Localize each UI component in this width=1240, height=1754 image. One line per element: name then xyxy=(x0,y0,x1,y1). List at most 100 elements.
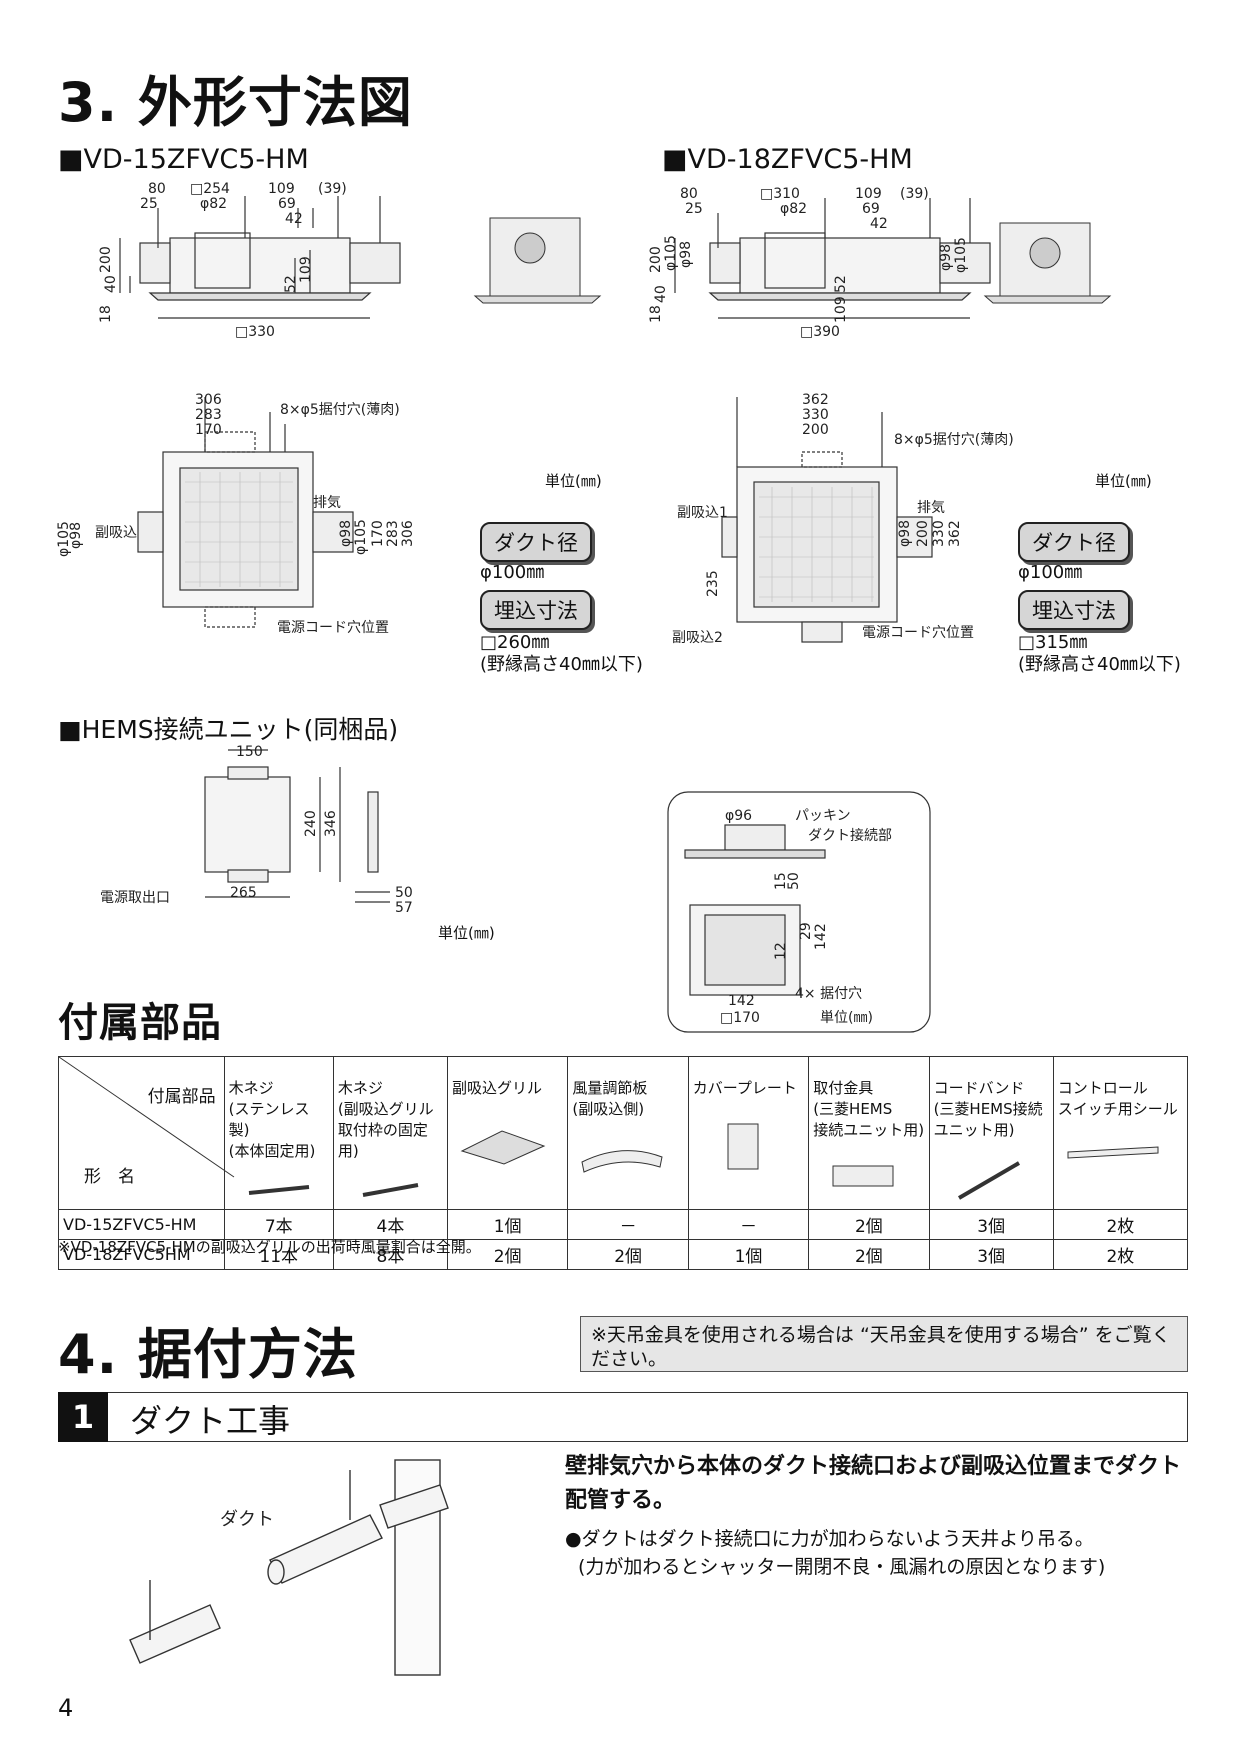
cell: 3個 xyxy=(928,1239,1054,1270)
screw-icon xyxy=(248,1185,309,1195)
section4-title: 4. 据付方法 xyxy=(58,1323,358,1386)
hems-title: ■HEMS接続ユニット(同梱品) xyxy=(58,715,399,744)
model-a-plan-view: 306 283 170 8×φ5据付穴(薄肉) φ105 φ98 副吸込 排気 … xyxy=(56,392,416,636)
svg-text:200: 200 xyxy=(648,246,664,273)
svg-text:φ98: φ98 xyxy=(897,520,913,547)
svg-text:□310: □310 xyxy=(760,186,800,202)
svg-text:φ105: φ105 xyxy=(353,519,369,555)
corner-bottom: 形 名 xyxy=(84,1167,135,1187)
svg-text:362: 362 xyxy=(802,392,829,408)
svg-text:(39): (39) xyxy=(900,186,929,202)
svg-text:80: 80 xyxy=(148,181,166,197)
col-header-wood-screw-1: 木ネジ (ステンレス製) (本体固定用) xyxy=(223,1056,334,1210)
embed-b-note: (野縁高さ40㎜以下) xyxy=(1018,654,1181,675)
svg-text:□170: □170 xyxy=(720,1010,760,1026)
embed-a-label: 埋込寸法 xyxy=(480,590,592,630)
svg-text:□330: □330 xyxy=(235,324,275,340)
svg-text:109: 109 xyxy=(268,181,295,197)
svg-text:240: 240 xyxy=(303,810,319,837)
table-row: VD-18ZFVC5HM 11本 8本 2個 2個 1個 2個 3個 2枚 xyxy=(58,1239,1189,1270)
svg-text:φ105: φ105 xyxy=(663,235,679,271)
col-header-cord-band: コードバンド (三菱HEMS接続 ユニット用) xyxy=(928,1056,1054,1210)
row-model: VD-18ZFVC5HM xyxy=(58,1239,225,1270)
svg-text:330: 330 xyxy=(802,407,829,423)
svg-text:50: 50 xyxy=(395,885,413,901)
svg-text:52: 52 xyxy=(833,275,849,293)
svg-text:109: 109 xyxy=(833,296,849,323)
sub-intake-a-label: 副吸込 xyxy=(95,525,137,541)
duct-illustration: ダクト xyxy=(129,1459,449,1676)
sub-intake1-label: 副吸込1 xyxy=(677,505,728,521)
unit-grille: 単位(㎜) xyxy=(820,1010,873,1026)
cord-band-icon xyxy=(957,1161,1020,1200)
cell: 2個 xyxy=(447,1239,569,1270)
corner-top: 付属部品 xyxy=(147,1087,216,1107)
model-b-plan-view: 362 330 200 8×φ5据付穴(薄肉) 副吸込1 235 副吸込2 排気… xyxy=(672,392,1014,646)
svg-text:69: 69 xyxy=(278,196,296,212)
unit-hems: 単位(㎜) xyxy=(438,924,495,942)
step-main-text: 壁排気穴から本体のダクト接続口および副吸込位置までダクト配管する。 xyxy=(565,1454,1182,1513)
svg-text:12: 12 xyxy=(773,942,789,960)
cell: － xyxy=(687,1209,810,1240)
step-number: 1 xyxy=(58,1392,108,1442)
accessories-table: 付属部品 形 名 木ネジ (ステンレス製) (本体固定用) 木ネジ (副吸込グリ… xyxy=(58,1056,1189,1270)
row-model: VD-15ZFVC5-HM xyxy=(58,1209,225,1240)
svg-text:50: 50 xyxy=(786,872,802,890)
cell: 2個 xyxy=(808,1239,930,1270)
packing-label: パッキン xyxy=(795,808,851,824)
svg-text:80: 80 xyxy=(680,186,698,202)
svg-text:57: 57 xyxy=(395,900,413,916)
svg-text:306: 306 xyxy=(400,520,416,547)
svg-text:306: 306 xyxy=(195,392,222,408)
unit-b: 単位(㎜) xyxy=(1095,472,1152,490)
svg-text:φ82: φ82 xyxy=(780,201,807,217)
bracket-icon xyxy=(832,1165,894,1187)
svg-text:69: 69 xyxy=(862,201,880,217)
step-title: ダクト工事 xyxy=(130,1402,291,1440)
duct-diameter-a-value: φ100㎜ xyxy=(480,562,545,583)
hanger-note: ※天吊金具を使用される場合は “天吊金具を使用する場合” をご覧ください。 xyxy=(580,1316,1188,1372)
svg-text:25: 25 xyxy=(685,201,703,217)
mount-holes-b-label: 8×φ5据付穴(薄肉) xyxy=(894,432,1014,448)
svg-text:52: 52 xyxy=(283,275,299,293)
embed-a-note: (野縁高さ40㎜以下) xyxy=(480,654,643,675)
embed-a-value: □260㎜ xyxy=(480,632,550,653)
grille-detail-callout: φ96 パッキン ダクト接続部 15 50 29 142 12 142 □170… xyxy=(667,791,931,1033)
embed-b-label: 埋込寸法 xyxy=(1018,590,1130,630)
model-b-title: ■VD-18ZFVC5-HM xyxy=(662,144,913,175)
col-header-wood-screw-2: 木ネジ (副吸込グリル 取付枠の固定用) xyxy=(332,1056,449,1210)
cell: 2枚 xyxy=(1052,1239,1189,1270)
svg-text:42: 42 xyxy=(870,216,888,232)
svg-text:29: 29 xyxy=(798,922,814,940)
svg-text:□254: □254 xyxy=(190,181,230,197)
svg-text:φ105: φ105 xyxy=(56,521,72,557)
svg-text:109: 109 xyxy=(298,256,314,283)
unit-a: 単位(㎜) xyxy=(545,472,602,490)
svg-text:200: 200 xyxy=(802,422,829,438)
svg-text:142: 142 xyxy=(813,923,829,950)
step-bullet-note: (力が加わるとシャッター開閉不良・風漏れの原因となります) xyxy=(578,1556,1106,1578)
grille-icon xyxy=(460,1130,546,1165)
damper-icon xyxy=(581,1150,663,1173)
col-header-bracket: 取付金具 (三菱HEMS 接続ユニット用) xyxy=(808,1056,930,1210)
svg-text:265: 265 xyxy=(230,885,257,901)
svg-text:□390: □390 xyxy=(800,324,840,340)
svg-text:(39): (39) xyxy=(318,181,347,197)
cord-a-label: 電源コード穴位置 xyxy=(277,620,389,636)
table-corner: 付属部品 形 名 xyxy=(58,1056,235,1210)
svg-text:40: 40 xyxy=(103,275,119,293)
col-header-damper: 風量調節板 (副吸込側) xyxy=(567,1056,689,1210)
model-a-side-view: 25 80 □254 109 (39) φ82 69 42 200 40 52 … xyxy=(98,181,602,340)
power-out-label: 電源取出口 xyxy=(100,890,170,906)
svg-text:235: 235 xyxy=(705,570,721,597)
svg-text:φ98: φ98 xyxy=(678,241,694,268)
svg-text:200: 200 xyxy=(915,520,931,547)
svg-text:18: 18 xyxy=(648,305,664,323)
svg-text:18: 18 xyxy=(98,305,114,323)
duct-conn-label: ダクト接続部 xyxy=(808,827,892,844)
col-header-sub-grille: 副吸込グリル xyxy=(447,1056,569,1210)
col-header-cover-plate: カバープレート xyxy=(687,1056,810,1210)
sticker-icon xyxy=(1067,1146,1159,1159)
svg-text:φ82: φ82 xyxy=(200,196,227,212)
section3-title: 3. 外形寸法図 xyxy=(58,71,413,134)
